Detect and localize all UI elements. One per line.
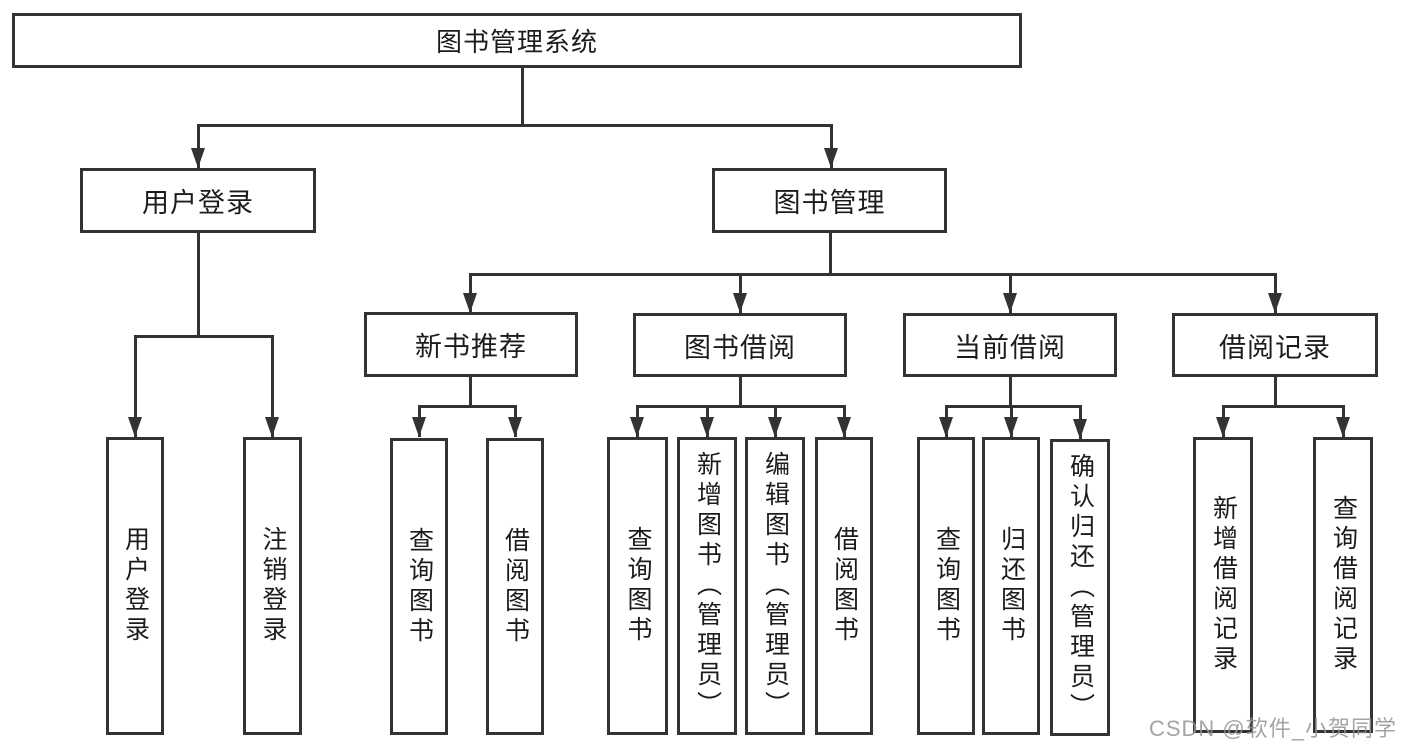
node-user-login-module: 用户登录 — [80, 168, 316, 233]
connector-stub — [134, 335, 137, 437]
connector-level2-bus — [197, 124, 833, 127]
arrow-down-icon — [700, 417, 714, 437]
arrow-down-icon — [412, 417, 426, 437]
connector-bus — [636, 405, 845, 408]
leaf-user-login: 用户登录 — [106, 437, 164, 735]
arrow-down-icon — [768, 417, 782, 437]
leaf-query-borrow-record: 查询借阅记录 — [1313, 437, 1373, 733]
arrow-down-icon — [463, 293, 477, 313]
node-book-borrow: 图书借阅 — [633, 313, 847, 377]
arrow-down-icon — [824, 148, 838, 168]
leaf-query-books-2: 查询图书 — [607, 437, 668, 735]
node-book-management-module: 图书管理 — [712, 168, 947, 233]
connector-bus — [945, 405, 1081, 408]
arrow-down-icon — [630, 417, 644, 437]
arrow-down-icon — [939, 417, 953, 437]
leaf-edit-book-admin: 编辑图书（管理员） — [745, 437, 805, 735]
arrow-down-icon — [128, 417, 142, 437]
arrow-down-icon — [191, 148, 205, 168]
leaf-confirm-return-admin: 确认归还（管理员） — [1050, 439, 1110, 736]
arrow-down-icon — [733, 293, 747, 313]
leaf-add-borrow-record: 新增借阅记录 — [1193, 437, 1253, 733]
leaf-borrow-books-2: 借阅图书 — [815, 437, 873, 735]
connector-stub — [830, 124, 833, 168]
arrow-down-icon — [265, 417, 279, 437]
arrow-down-icon — [1336, 417, 1350, 437]
arrow-down-icon — [1003, 293, 1017, 313]
leaf-borrow-books-1: 借阅图书 — [486, 438, 544, 735]
node-current-borrow: 当前借阅 — [903, 313, 1117, 377]
connector-root-trunk — [521, 68, 524, 127]
arrow-down-icon — [1073, 419, 1087, 439]
connector-trunk — [469, 377, 472, 408]
leaf-add-book-admin: 新增图书（管理员） — [677, 437, 737, 735]
arrow-down-icon — [1004, 417, 1018, 437]
connector-bus — [1222, 405, 1344, 408]
node-borrow-records: 借阅记录 — [1172, 313, 1378, 377]
arrow-down-icon — [1216, 417, 1230, 437]
leaf-query-books-3: 查询图书 — [917, 437, 975, 735]
connector-level3-bus — [469, 273, 1277, 276]
leaf-return-book: 归还图书 — [982, 437, 1040, 735]
connector-trunk — [197, 233, 200, 338]
connector-bus — [418, 405, 517, 408]
connector-trunk — [1274, 377, 1277, 408]
connector-stub — [271, 335, 274, 437]
arrow-down-icon — [1268, 293, 1282, 313]
connector-stub — [197, 124, 200, 168]
arrow-down-icon — [508, 417, 522, 437]
connector-trunk — [739, 377, 742, 408]
connector-trunk — [1009, 377, 1012, 408]
node-new-book-recommend: 新书推荐 — [364, 312, 578, 377]
leaf-logout: 注销登录 — [243, 437, 302, 735]
node-root: 图书管理系统 — [12, 13, 1022, 68]
connector-bus — [134, 335, 274, 338]
leaf-query-books-1: 查询图书 — [390, 438, 448, 735]
arrow-down-icon — [837, 417, 851, 437]
csdn-watermark: CSDN @软件_小贺同学 — [1148, 716, 1397, 741]
connector-trunk — [829, 233, 832, 276]
